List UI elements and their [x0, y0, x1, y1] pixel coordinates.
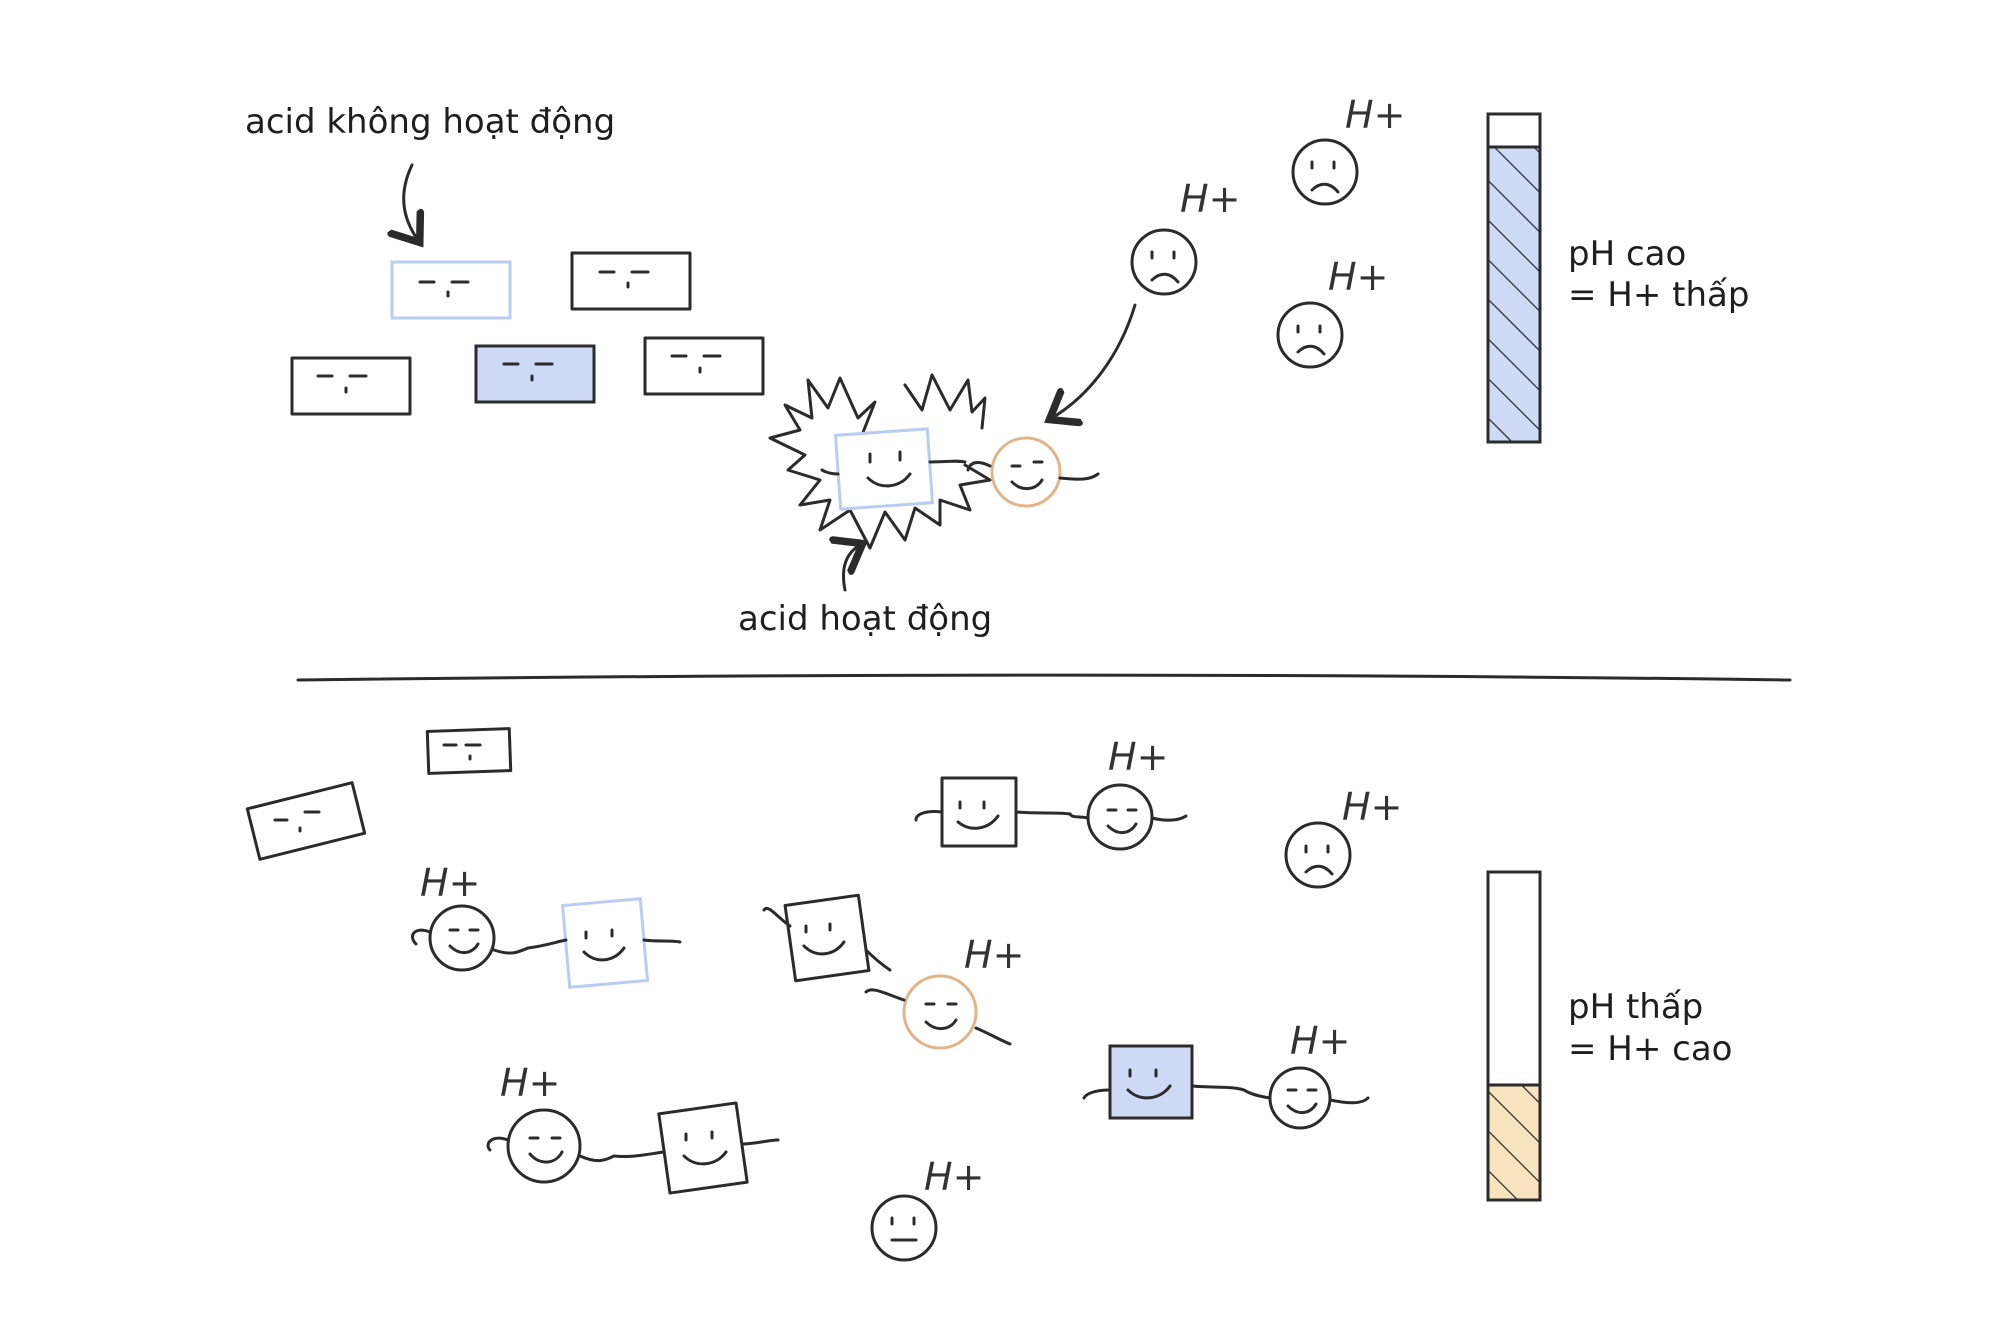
high-ph-label: pH cao: [1568, 234, 1686, 274]
inactive-acid-molecule: [570, 251, 692, 311]
proton-free: H+: [1130, 177, 1240, 296]
acid-proton-pair: H+: [762, 893, 1024, 1050]
ph-meter-low-hatch: [1488, 1085, 1540, 1200]
section-divider: [296, 673, 1792, 682]
proton-label: H+: [1290, 1019, 1350, 1063]
inactive-acid-molecule: [390, 260, 512, 320]
inactive-acid-molecule: [245, 781, 367, 861]
inactive-acid-arrow: [404, 163, 418, 240]
active-acid-molecule: [768, 373, 992, 550]
ph-meter-low: [1486, 870, 1542, 1202]
acid-proton-pair: H+: [914, 735, 1188, 851]
proton-label: H+: [924, 1155, 984, 1199]
acid-proton-pair: H+: [1082, 1019, 1370, 1130]
low-ph-sublabel: = H+ cao: [1568, 1029, 1733, 1069]
proton-label: H+: [1328, 255, 1388, 299]
proton-label: H+: [1108, 735, 1168, 779]
low-ph-label: pH thấp: [1568, 987, 1703, 1027]
active-acid-arrow: [843, 545, 860, 592]
proton-label: H+: [420, 861, 480, 905]
proton-free: H+: [1291, 93, 1405, 206]
proton-free: H+: [1284, 785, 1402, 889]
proton-free: H+: [1276, 255, 1388, 369]
inactive-acid-molecule: [474, 344, 596, 404]
proton-label: H+: [500, 1061, 560, 1105]
ph-meter-high: [1486, 112, 1542, 444]
proton-label: H+: [1180, 177, 1240, 221]
inactive-acid-molecule: [643, 336, 765, 396]
proton-label: H+: [1345, 93, 1405, 137]
acid-proton-pair: H+: [411, 861, 682, 989]
proton-label: H+: [964, 933, 1024, 977]
acid-proton-pair: H+: [486, 1061, 780, 1195]
proton-free: H+: [870, 1155, 984, 1262]
inactive-acid-molecule: [290, 356, 412, 416]
active-acid-label: acid hoạt động: [738, 599, 992, 639]
inactive-acid-molecule: [425, 727, 513, 775]
high-ph-sublabel: = H+ thấp: [1568, 275, 1749, 315]
proton-label: H+: [1342, 785, 1402, 829]
inactive-acid-label: acid không hoạt động: [245, 102, 615, 142]
proton-arrow: [1052, 303, 1137, 418]
ph-meter-high-hatch: [1488, 147, 1540, 442]
proton-bound: [966, 436, 1100, 508]
